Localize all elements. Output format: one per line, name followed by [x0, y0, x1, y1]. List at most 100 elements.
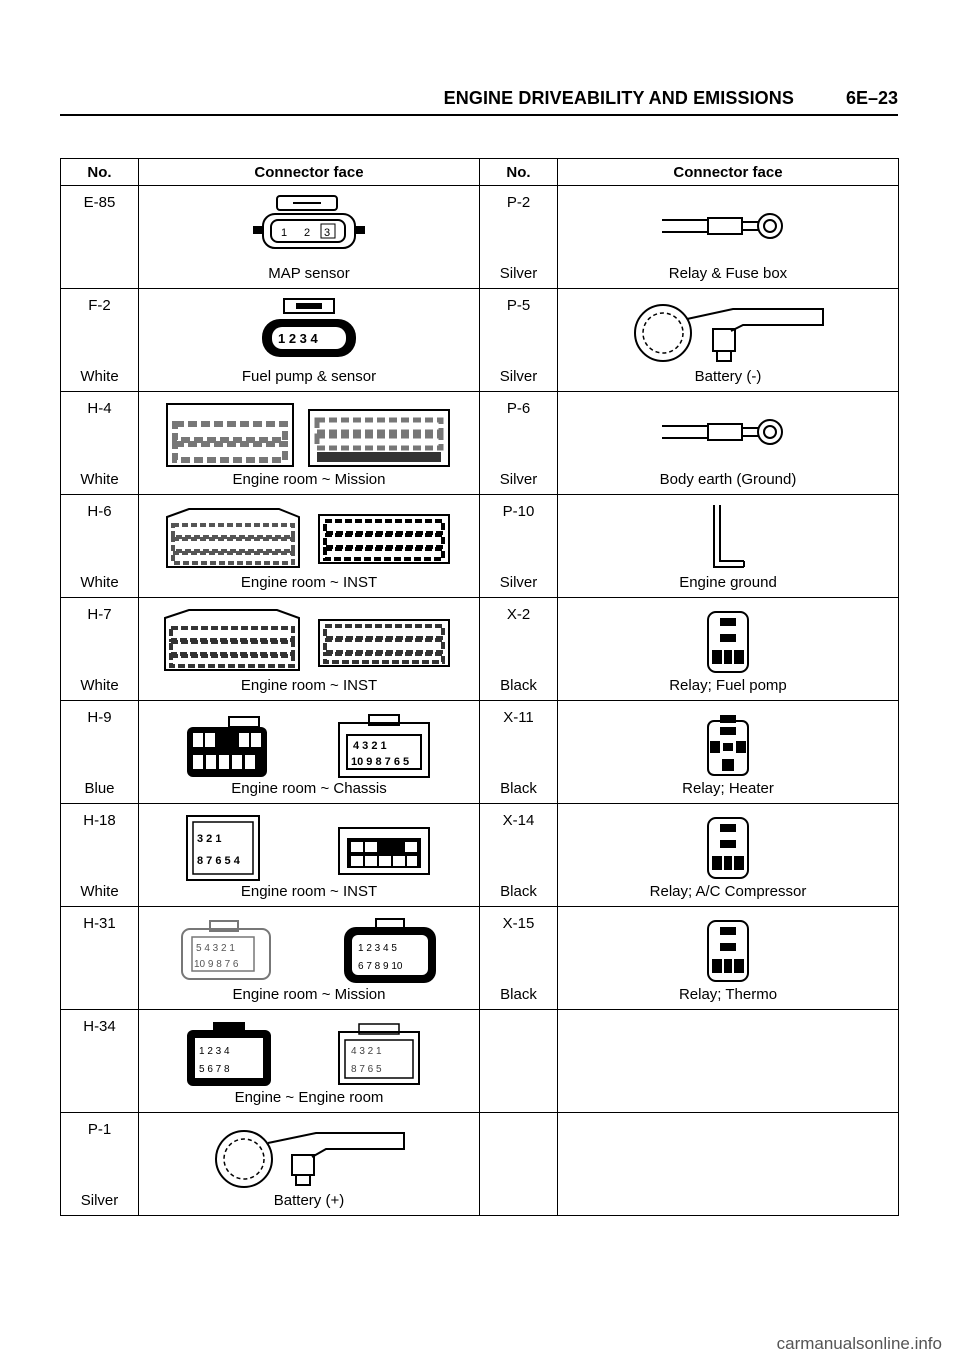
connector-no: P-2 — [506, 194, 531, 211]
connector-description: Battery (-) — [694, 368, 762, 385]
connector-face-cell — [557, 1112, 899, 1216]
connector-description: Relay; Thermo — [678, 986, 778, 1003]
connector-no-cell: E-85 — [60, 185, 139, 289]
connector-no: H-31 — [83, 915, 116, 932]
svg-text:8 7 6 5: 8 7 6 5 — [351, 1064, 382, 1075]
connector-face-figure — [558, 707, 898, 781]
connector-face-cell: Relay & Fuse box — [557, 185, 899, 289]
multi-pin-connector-pair-icon — [166, 508, 450, 568]
connector-face-figure — [139, 398, 479, 472]
connector-face-cell: Battery (-) — [557, 288, 899, 392]
svg-text:8 7 6 5 4: 8 7 6 5 4 — [197, 855, 241, 867]
connector-description: Relay; Fuel pomp — [669, 677, 787, 694]
connector-no-cell: H-7 White — [60, 597, 139, 701]
connector-description: Engine ~ Engine room — [234, 1089, 384, 1106]
connector-no: H-7 — [87, 606, 112, 623]
connector-face-cell: 3 2 1 8 7 6 5 4 Engine room ~ INST — [138, 803, 480, 907]
connector-face-figure — [558, 604, 898, 678]
multi-pin-connector-pair-icon — [164, 609, 450, 671]
connector-no-cell — [479, 1009, 558, 1113]
connector-no-cell: H-4 White — [60, 391, 139, 495]
connector-face-cell: 1 2 3 MAP sensor — [138, 185, 480, 289]
page-header: ENGINE DRIVEABILITY AND EMISSIONS 6E–23 — [60, 80, 898, 116]
battery-clamp-icon — [215, 1130, 405, 1188]
ring-terminal-icon — [662, 419, 783, 445]
connector-face-figure — [139, 1119, 479, 1193]
connector-no: H-18 — [83, 812, 116, 829]
relay-socket-icon — [707, 920, 749, 982]
connector-description: Fuel pump & sensor — [241, 368, 377, 385]
ten-pin-connector-pair-icon: 5 4 3 2 1 10 9 8 7 6 1 2 3 4 5 6 7 8 9 1… — [181, 918, 436, 983]
connector-description: MAP sensor — [268, 265, 350, 282]
connector-face-cell: Engine room ~ INST — [138, 597, 480, 701]
engine-ground-terminal-icon — [713, 505, 745, 568]
connector-face-cell: Battery (+) — [138, 1112, 480, 1216]
connector-description: Engine room ~ Chassis — [231, 780, 387, 797]
connector-color: Silver — [499, 265, 538, 282]
connector-no-cell: F-2 White — [60, 288, 139, 392]
connector-face-cell: Body earth (Ground) — [557, 391, 899, 495]
connector-face-figure: 4 3 2 1 10 9 8 7 6 5 — [139, 707, 479, 781]
connector-face-figure — [139, 604, 479, 678]
connector-no: P-5 — [506, 297, 531, 314]
connector-no: X-11 — [503, 709, 534, 726]
svg-text:3: 3 — [324, 227, 330, 239]
connector-no-cell: P-5 Silver — [479, 288, 558, 392]
svg-text:5 6 7 8: 5 6 7 8 — [199, 1064, 230, 1075]
connector-no-cell: P-6 Silver — [479, 391, 558, 495]
connector-no: X-14 — [502, 812, 535, 829]
connector-color: Silver — [499, 471, 538, 488]
connector-no-cell: X-15 Black — [479, 906, 558, 1010]
relay-socket-icon — [707, 715, 749, 776]
connector-face-cell: Relay; Fuel pomp — [557, 597, 899, 701]
connector-no: H-4 — [87, 400, 112, 417]
connector-description: Engine room ~ INST — [240, 883, 378, 900]
connector-no: E-85 — [83, 194, 116, 211]
connector-color: Black — [500, 883, 537, 900]
connector-description: Engine room ~ Mission — [232, 986, 386, 1003]
connector-face-cell: Engine ground — [557, 494, 899, 598]
connector-no: F-2 — [88, 297, 111, 314]
map-sensor-connector-icon: 1 2 3 — [253, 195, 365, 249]
connector-no-cell: H-6 White — [60, 494, 139, 598]
table-row: F-2 White 1 2 3 4 Fuel pump & sensor P-5… — [60, 288, 899, 392]
connector-no: H-34 — [83, 1018, 116, 1035]
connector-face-cell: 5 4 3 2 1 10 9 8 7 6 1 2 3 4 5 6 7 8 9 1… — [138, 906, 480, 1010]
connector-no-cell — [479, 1112, 558, 1216]
table-row: H-4 White Engine room ~ Mission — [60, 391, 899, 495]
svg-text:1 2 3 4: 1 2 3 4 — [278, 331, 319, 346]
table-header-row: No. Connector face No. Connector face — [60, 158, 899, 186]
connector-face-figure — [139, 501, 479, 575]
connector-no-cell: H-9 Blue — [60, 700, 139, 804]
connector-face-cell: Engine room ~ INST — [138, 494, 480, 598]
connector-color: White — [80, 677, 119, 694]
eight-pin-connector-pair-icon: 1 2 3 4 5 6 7 8 4 3 2 1 8 7 6 5 — [187, 1022, 420, 1086]
connector-color: Silver — [499, 574, 538, 591]
table-row: H-9 Blue 4 3 2 1 10 9 8 7 6 5 — [60, 700, 899, 804]
svg-text:2: 2 — [304, 227, 310, 239]
table-row: P-1 Silver Battery (+) — [60, 1112, 899, 1216]
connector-description: Engine room ~ Mission — [232, 471, 386, 488]
connector-face-figure: 3 2 1 8 7 6 5 4 — [139, 810, 479, 884]
svg-text:1: 1 — [281, 227, 287, 239]
connector-no-cell: P-10 Silver — [479, 494, 558, 598]
connector-no-cell: X-2 Black — [479, 597, 558, 701]
connector-no-cell: X-14 Black — [479, 803, 558, 907]
connector-face-cell: 1 2 3 4 5 6 7 8 4 3 2 1 8 7 6 5 Engine ~… — [138, 1009, 480, 1113]
connector-color: Black — [500, 677, 537, 694]
connector-no: X-15 — [502, 915, 535, 932]
connector-face-cell: Relay; A/C Compressor — [557, 803, 899, 907]
connector-face-figure — [558, 295, 898, 369]
connector-face-figure: 1 2 3 4 5 6 7 8 4 3 2 1 8 7 6 5 — [139, 1016, 479, 1090]
table-row: H-6 White Engine room ~ INST — [60, 494, 899, 598]
connector-no: X-2 — [506, 606, 531, 623]
connector-face-figure: 1 2 3 4 — [139, 295, 479, 369]
connector-face-figure — [558, 501, 898, 575]
connector-no: P-1 — [87, 1121, 112, 1138]
svg-text:1 2 3 4: 1 2 3 4 — [199, 1046, 230, 1057]
connector-description: Relay; Heater — [682, 780, 774, 797]
connector-color: Silver — [499, 368, 538, 385]
table-row: H-18 White 3 2 1 8 7 6 5 4 Engi — [60, 803, 899, 907]
table-row: H-34 1 2 3 4 5 6 7 8 4 3 2 1 8 7 6 5 — [60, 1009, 899, 1113]
connector-face-cell: 4 3 2 1 10 9 8 7 6 5 Engine room ~ Chass… — [138, 700, 480, 804]
